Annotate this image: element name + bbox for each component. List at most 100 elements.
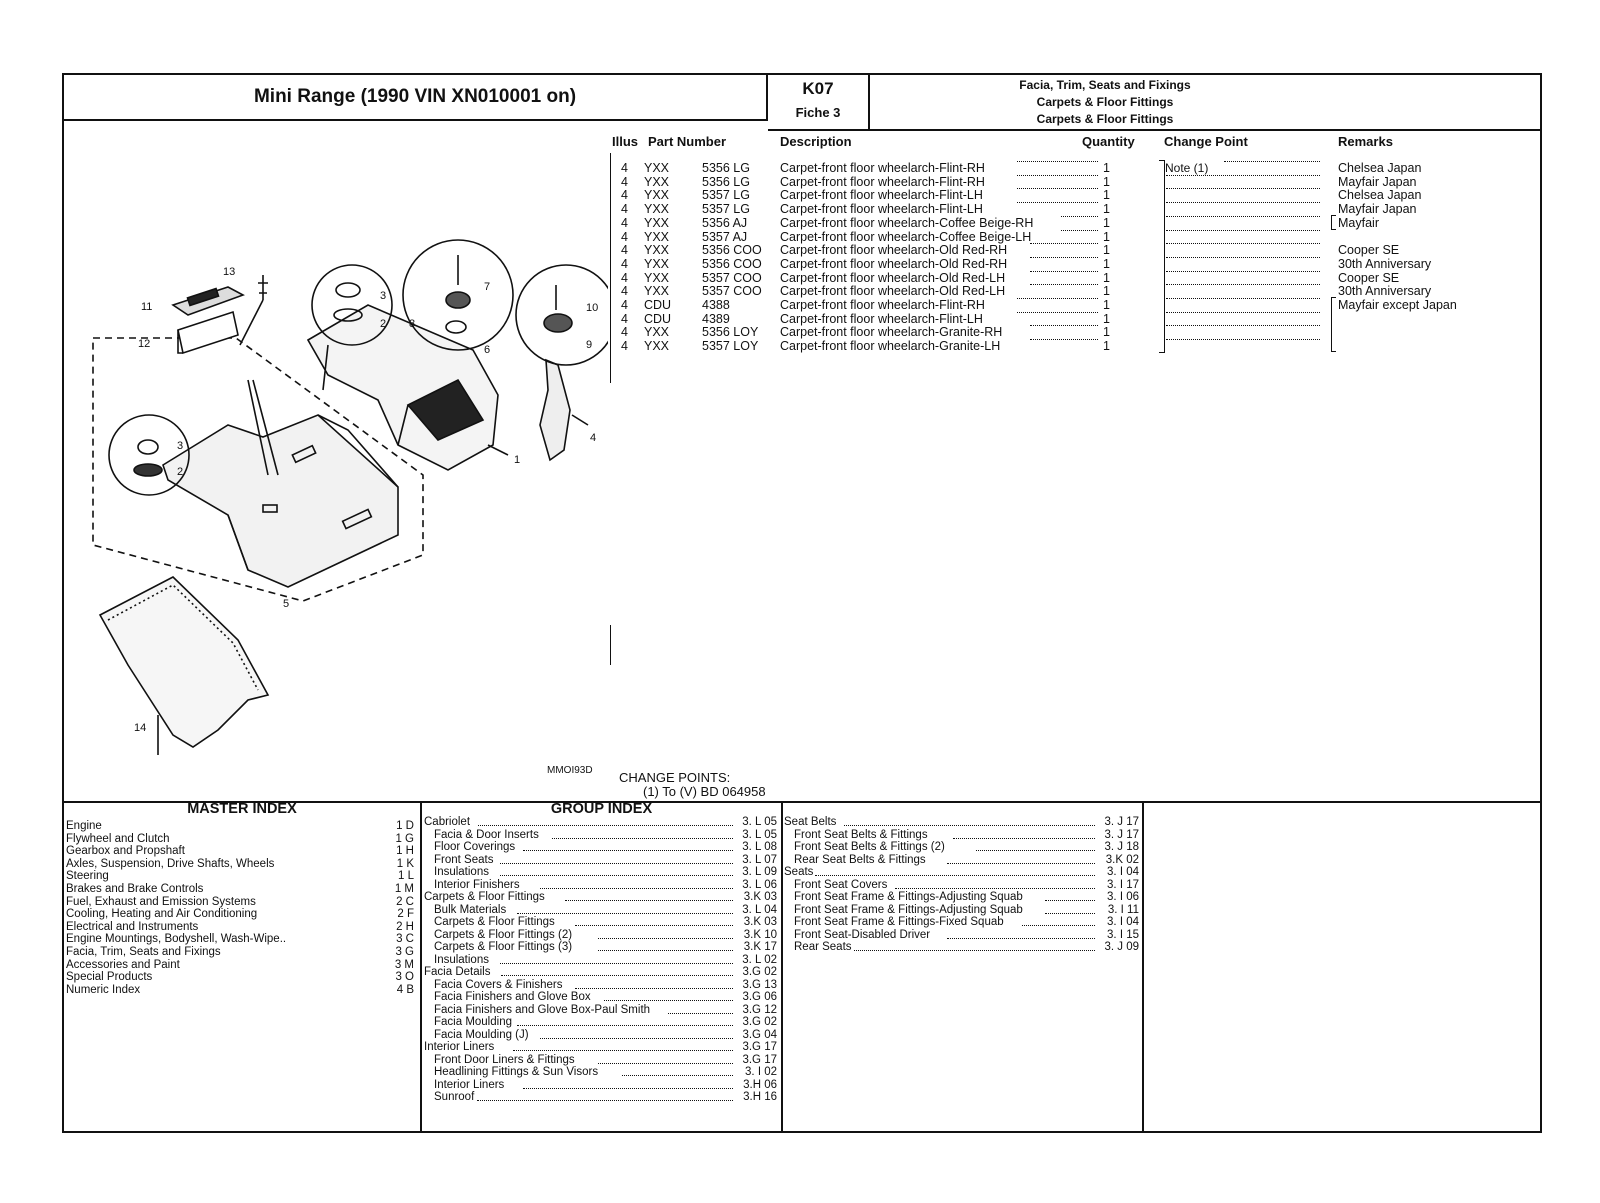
index-ref: 4 B (396, 983, 414, 996)
part-remark: Mayfair Japan (1338, 174, 1417, 189)
part-remark: 30th Anniversary (1338, 256, 1432, 271)
part-description: Carpet-front floor wheelarch-Coffee Beig… (780, 229, 1032, 244)
cp-leader (1166, 311, 1320, 313)
index-ref: 3.G 06 (742, 991, 777, 1003)
index-ref: 3 M (394, 958, 414, 971)
index-leader (565, 900, 733, 901)
index-leader (946, 862, 1095, 864)
index-entry: Floor Coverings (434, 841, 516, 853)
index-ref: 3. J 17 (1104, 828, 1139, 841)
index-entry: Facia Finishers and Glove Box (434, 991, 591, 1003)
cp-leader (1166, 339, 1320, 341)
desc-leader (1029, 270, 1098, 272)
index-entry: Gearbox and Propshaft (66, 845, 185, 858)
index-ref: 2 F (397, 908, 414, 921)
callout-2: 2 (380, 318, 386, 330)
index-ref: 3.K 03 (743, 891, 777, 903)
part-quantity: 1 (1103, 202, 1110, 217)
index-leader (598, 1062, 733, 1064)
index-entry: Axles, Suspension, Drive Shafts, Wheels (66, 857, 275, 870)
index-entry: Front Seat-Disabled Driver (794, 928, 931, 941)
index-leader (604, 1000, 733, 1001)
desc-leader (1061, 215, 1098, 217)
part-illus: 4 (621, 284, 628, 299)
page-title: Mini Range (1990 VIN XN010001 on) (64, 75, 768, 121)
index-ref: 3. I 04 (1107, 916, 1139, 928)
desc-leader (1029, 284, 1098, 286)
index-row: Front Seat Belts & Fittings (2)3. J 18 (784, 841, 1139, 854)
callout-10: 10 (586, 302, 598, 314)
index-entry: Front Seats (434, 853, 494, 866)
callout-14: 14 (134, 722, 146, 734)
part-prefix: YXX (644, 270, 670, 285)
part-remark: Cooper SE (1338, 243, 1400, 258)
col-change-point: Change Point (1164, 134, 1248, 149)
callout-3b: 3 (177, 440, 183, 452)
index-ref: 3. I 17 (1107, 878, 1139, 891)
index-ref: 3 G (395, 946, 414, 958)
index-ref: 3. J 18 (1104, 841, 1139, 853)
index-ref: 3.K 02 (1105, 853, 1139, 866)
index-ref: 3.G 13 (742, 978, 777, 991)
index-ref: 3. L 06 (742, 878, 777, 891)
index-row: Carpets & Floor Fittings (3)3.K 17 (424, 941, 777, 954)
index-leader (499, 875, 733, 876)
part-prefix: YXX (644, 339, 670, 354)
index-row: Facia Finishers and Glove Box-Paul Smith… (424, 1004, 777, 1017)
index-entry: Facia, Trim, Seats and Fixings (66, 946, 221, 958)
index-leader (575, 925, 733, 926)
index-ref: 3.G 02 (742, 1016, 777, 1028)
col-quantity: Quantity (1082, 134, 1135, 149)
index-entry: Facia & Door Inserts (434, 828, 539, 841)
index-leader (523, 850, 733, 851)
index-entry: Interior Liners (424, 1041, 495, 1053)
index-col-divider-1 (420, 801, 422, 1131)
part-illus: 4 (621, 229, 628, 244)
part-number: 5357 LG (702, 202, 750, 217)
index-leader (668, 1012, 733, 1014)
index-row: Front Seats 3. L 07 (424, 854, 777, 867)
index-row: Accessories and Paint 3 M (66, 959, 414, 972)
index-entry: Sunroof (434, 1091, 475, 1103)
index-col-divider-3 (1142, 801, 1144, 1131)
cp-leader (1166, 325, 1320, 327)
index-ref: 1 M (394, 883, 414, 895)
index-leader (1045, 912, 1095, 914)
desc-leader (1017, 298, 1098, 299)
index-leader (1022, 925, 1095, 926)
cp-leader (1224, 161, 1320, 162)
remark-bracket-mayfair (1331, 215, 1336, 230)
part-illus: 4 (621, 188, 628, 203)
index-entry: Facia Moulding (J) (434, 1028, 529, 1041)
index-row: Front Seat Frame & Fittings-Adjusting Sq… (784, 891, 1139, 904)
index-leader (478, 825, 733, 826)
page-code: K07 (802, 79, 834, 98)
index-ref: 3.K 03 (743, 916, 777, 928)
index-entry: Bulk Materials (434, 903, 507, 916)
index-entry: Accessories and Paint (66, 958, 180, 971)
index-ref: 3. L 07 (742, 853, 777, 866)
index-ref: 1 G (395, 832, 414, 845)
cp-leader (1166, 298, 1320, 299)
callout-1: 1 (514, 454, 520, 466)
index-leader (517, 1025, 733, 1026)
desc-leader (1061, 229, 1098, 231)
